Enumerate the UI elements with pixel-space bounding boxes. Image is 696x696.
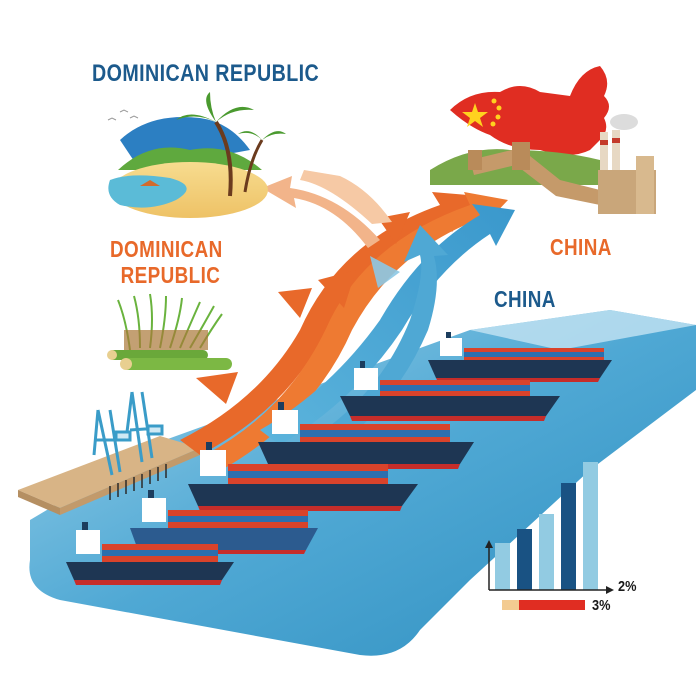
- bar-percent-label: 3%: [592, 597, 611, 614]
- cargo-ships: [66, 332, 612, 585]
- bar-1: [495, 543, 510, 590]
- factory-icon: [598, 114, 656, 214]
- dominican-label-line1: DOMINICAN: [110, 236, 223, 262]
- sugarcane-icon: [107, 293, 232, 370]
- china-label-orange: CHINA: [550, 234, 612, 260]
- export-arrows-orange: [180, 192, 508, 468]
- ship-icon: [188, 442, 418, 511]
- bar-4: [561, 483, 576, 590]
- ship-icon: [130, 490, 318, 554]
- ship-icon: [66, 522, 234, 585]
- bar-5: [583, 462, 598, 590]
- progress-segment-tan: [502, 600, 519, 610]
- dominican-label-line2: REPUBLIC: [120, 262, 221, 288]
- bar-3: [539, 514, 554, 590]
- china-map-icon: [450, 66, 609, 155]
- axis-percent-label: 2%: [618, 578, 637, 595]
- crane-icon: [92, 391, 164, 476]
- return-arrow-light-orange: [262, 170, 392, 248]
- growth-bar-chart: [485, 462, 614, 610]
- ship-icon: [340, 361, 560, 421]
- ship-icon: [428, 332, 612, 382]
- great-wall-icon: [430, 142, 610, 205]
- port-dock: [18, 436, 200, 515]
- bar-2: [517, 529, 532, 590]
- dominican-republic-label: DOMINICAN REPUBLIC: [110, 236, 223, 288]
- progress-segment-red: [519, 600, 585, 610]
- china-label-blue: CHINA: [494, 286, 556, 312]
- dominican-island-icon: [107, 92, 286, 218]
- dominican-republic-title: DOMINICAN REPUBLIC: [92, 60, 320, 87]
